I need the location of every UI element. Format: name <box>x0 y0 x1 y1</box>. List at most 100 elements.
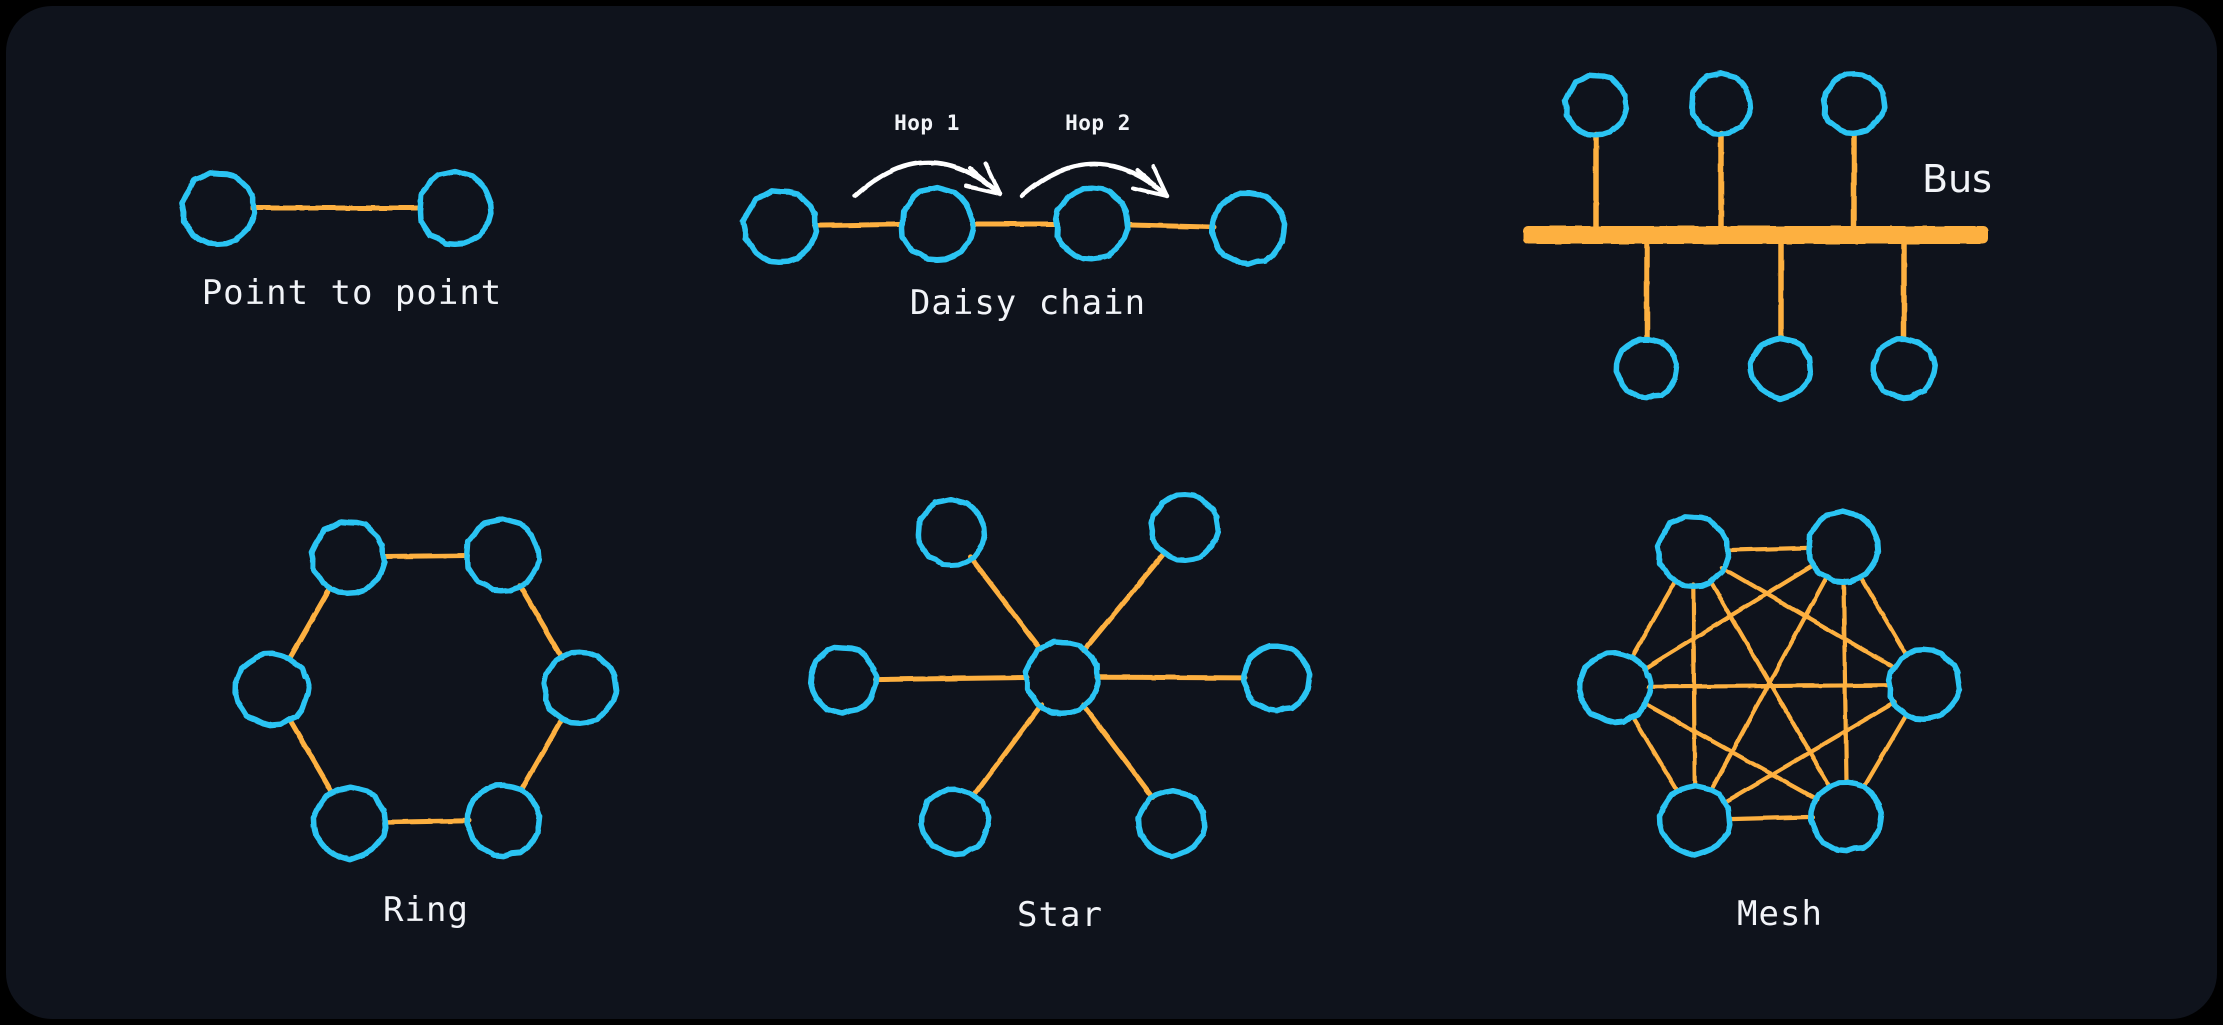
node-circle-icon <box>899 184 977 263</box>
link-mesh <box>1641 562 1817 672</box>
node-circle-icon <box>310 784 389 863</box>
node-star-1 <box>1022 639 1102 717</box>
hop-arrowhead-1-1 <box>964 184 1002 196</box>
node-bus-3 <box>1821 71 1888 137</box>
node-ring-3 <box>541 649 620 726</box>
link-star <box>872 675 1030 683</box>
hop-arrowhead-2-0 <box>1135 168 1169 198</box>
node-circle-icon <box>1562 72 1630 139</box>
node-circle-icon <box>1053 185 1132 262</box>
link-ring <box>382 818 472 825</box>
annotation-label-hop-2: Hop 2 <box>1065 111 1131 135</box>
link-ring <box>287 584 333 662</box>
node-circle-icon <box>1689 70 1755 137</box>
node-star-2 <box>916 495 988 568</box>
node-circle-icon <box>1747 335 1814 402</box>
node-circle-icon <box>916 495 988 568</box>
link-star <box>1081 550 1168 653</box>
node-circle-icon <box>541 649 620 726</box>
link-star <box>1080 702 1156 800</box>
node-circle-icon <box>807 644 880 717</box>
node-bus-6 <box>1870 335 1938 402</box>
node-circle-icon <box>1656 782 1733 859</box>
link-mesh <box>1724 545 1812 553</box>
link-mesh <box>1630 713 1680 794</box>
link-star <box>968 554 1044 652</box>
bus-layer <box>1523 131 1988 341</box>
node-mesh-5 <box>1656 782 1733 859</box>
node-star-7 <box>807 644 880 717</box>
node-circle-icon <box>1022 639 1102 717</box>
panel-label-bus: Bus <box>1922 157 1992 201</box>
link-mesh <box>1646 683 1893 689</box>
node-circle-icon <box>1576 650 1654 726</box>
node-circle-icon <box>740 188 820 266</box>
node-ring-1 <box>308 519 388 597</box>
panel-label-point-to-point: Point to point <box>202 273 503 313</box>
node-bus-2 <box>1689 70 1755 137</box>
link-mesh <box>1726 814 1816 822</box>
node-circle-icon <box>918 785 992 858</box>
node-star-4 <box>1240 643 1313 714</box>
link-star <box>971 702 1044 798</box>
link-mesh <box>1720 565 1897 671</box>
link-mesh <box>1722 700 1897 805</box>
node-circle-icon <box>464 515 542 594</box>
hop-arrowhead-2-1 <box>1131 186 1169 198</box>
link-mesh <box>1629 578 1679 660</box>
node-circle-icon <box>232 651 312 729</box>
node-circle-icon <box>1654 514 1732 590</box>
panel-label-ring: Ring <box>383 890 469 930</box>
node-circle-icon <box>464 782 543 859</box>
link-mesh <box>1862 712 1909 789</box>
link-ring <box>519 715 565 793</box>
node-point-to-point-2 <box>417 168 495 247</box>
node-circle-icon <box>417 168 495 247</box>
hop-arrows-layer <box>852 160 1170 199</box>
links-layer <box>250 205 1909 825</box>
node-mesh-4 <box>1808 779 1885 854</box>
node-daisy-chain-4 <box>1209 190 1288 267</box>
node-ring-6 <box>232 651 312 729</box>
node-daisy-chain-1 <box>740 188 820 266</box>
node-bus-5 <box>1747 335 1814 402</box>
annotation-label-hop-1: Hop 1 <box>894 111 960 135</box>
node-circle-icon <box>1870 335 1938 402</box>
node-circle-icon <box>1821 71 1888 137</box>
node-circle-icon <box>1613 336 1680 401</box>
node-ring-4 <box>464 782 543 859</box>
node-circle-icon <box>178 170 258 248</box>
node-circle-icon <box>1808 779 1885 854</box>
link-mesh <box>1642 701 1820 802</box>
hop-arrowhead-1-2 <box>984 162 1002 196</box>
link-daisy-chain <box>1124 222 1217 230</box>
node-point-to-point-1 <box>178 170 258 248</box>
node-circle-icon <box>1149 492 1222 564</box>
node-circle-icon <box>1240 643 1313 714</box>
link-ring <box>287 716 335 796</box>
link-mesh <box>1858 574 1909 658</box>
node-bus-1 <box>1562 72 1630 139</box>
nodes-layer <box>178 70 1963 863</box>
node-circle-icon <box>1886 647 1963 723</box>
node-circle-icon <box>1209 190 1288 267</box>
node-circle-icon <box>1806 508 1882 585</box>
node-mesh-3 <box>1886 647 1963 723</box>
node-circle-icon <box>1135 787 1208 860</box>
link-ring <box>517 582 565 661</box>
node-star-6 <box>918 785 992 858</box>
node-daisy-chain-3 <box>1053 185 1132 262</box>
node-ring-2 <box>464 515 542 594</box>
hop-arrowhead-1-0 <box>968 166 1002 196</box>
bus-backbone-bar <box>1523 226 1988 244</box>
node-daisy-chain-2 <box>899 184 977 263</box>
node-mesh-2 <box>1806 508 1882 585</box>
node-mesh-6 <box>1576 650 1654 726</box>
node-mesh-1 <box>1654 514 1732 590</box>
link-ring <box>380 553 470 559</box>
node-star-3 <box>1149 492 1222 564</box>
link-mesh <box>1841 578 1849 785</box>
hop-arrowhead-2-2 <box>1151 164 1169 198</box>
